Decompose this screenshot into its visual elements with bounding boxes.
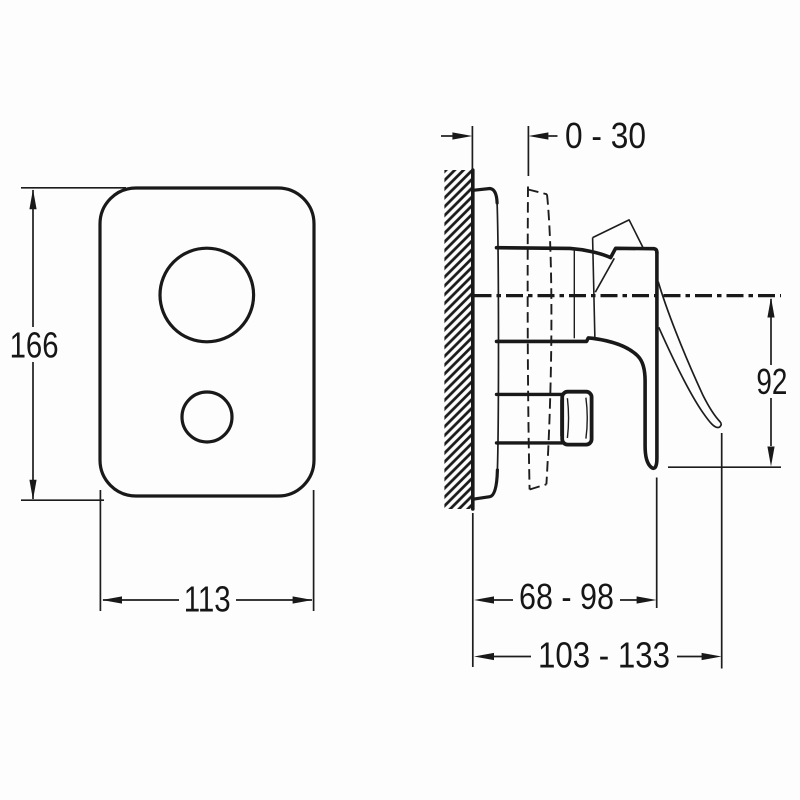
nut-front-chamfer: [585, 397, 588, 439]
dashed-front-edge: [545, 194, 553, 485]
dimension-label-plate-width: 113: [184, 579, 231, 620]
dashed-bottom-edge: [529, 483, 547, 491]
dashed-top-edge: [527, 188, 548, 196]
arrowhead-right-icon: [452, 132, 473, 140]
escutcheon-front-face: [496, 202, 500, 471]
side-view-valve: [444, 168, 781, 511]
raised-lever-inner-edge: [594, 257, 615, 293]
arrowhead-left-icon: [474, 652, 494, 661]
arrowhead-left-icon: [474, 596, 494, 604]
handle-lever-raised-position: [573, 219, 645, 340]
handle-lever-blade: [657, 281, 723, 429]
trim-plate-outline: [98, 186, 316, 498]
arrowhead-down-icon: [767, 446, 775, 467]
dashed-back-edge: [526, 186, 531, 490]
dimension-label-wall-offset: 0 - 30: [565, 115, 646, 156]
dimension-plate-height: 166: [10, 186, 126, 502]
arrowhead-right-icon: [292, 596, 313, 604]
valve-body-spout-profile: [494, 250, 659, 471]
dimension-label-overall-depth: 103 - 133: [538, 635, 670, 676]
outlet-pipe-nut: [560, 389, 594, 447]
escutcheon-alternate-position-dashed: [526, 186, 553, 491]
front-view-trim-plate: [98, 186, 316, 498]
diverter-knob-hole: [180, 390, 234, 444]
raised-lever-top-edges: [592, 219, 645, 250]
arrowhead-down-icon: [29, 479, 37, 500]
dimension-label-body-depth: 68 - 98: [519, 576, 614, 617]
arrowhead-right-icon: [701, 652, 722, 661]
nut-collar-edge: [566, 398, 570, 439]
arrowhead-right-icon: [636, 596, 657, 604]
valve-body-top-edge: [494, 245, 659, 260]
dimension-label-handle-height: 92: [756, 361, 787, 402]
arrowhead-left-icon: [528, 132, 549, 140]
arrowhead-left-icon: [102, 596, 122, 604]
dimension-label-plate-height: 166: [10, 324, 59, 365]
dimension-plate-width: 113: [99, 490, 315, 620]
dimension-body-depth: 68 - 98: [471, 477, 658, 667]
dimension-wall-offset: 0 - 30: [441, 115, 646, 176]
dimension-overall-depth: 103 - 133: [474, 433, 723, 676]
escutcheon-top-edge: [471, 186, 499, 205]
dimension-handle-height: 92: [668, 297, 787, 469]
arrowhead-up-icon: [29, 189, 37, 210]
wall-section-hatching: [444, 170, 471, 509]
arrowhead-up-icon: [767, 297, 775, 318]
raised-lever-left-edge: [591, 237, 596, 340]
escutcheon-bottom-edge: [471, 468, 499, 501]
mixer-handle-hole: [158, 246, 256, 344]
